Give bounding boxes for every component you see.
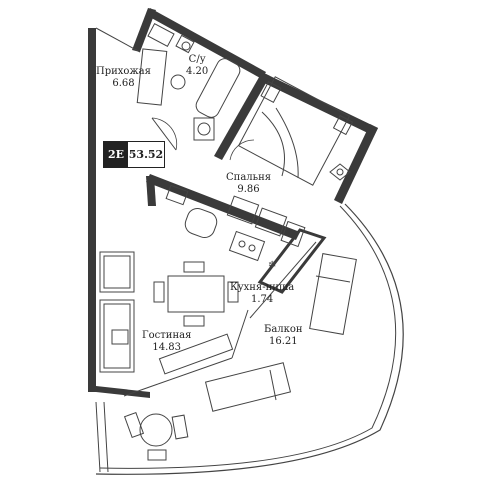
outlines [95,27,404,475]
room-label-bathroom: С/у 4.20 [186,54,208,78]
room-name: Спальня [226,172,272,183]
room-area: 16.21 [268,336,298,347]
bathroom-fixtures [136,22,241,141]
room-label-kitchen: Кухня-ниша 1.74 [230,282,294,306]
room-area: 6.68 [112,78,135,89]
unit-badge: 2E 53.52 [103,141,165,168]
doors [151,117,255,161]
unit-code: 2E [104,142,128,167]
room-label-balcony: Балкон 16.21 [264,324,303,348]
room-name: Балкон [264,324,303,335]
balcony-furniture [123,253,357,461]
room-area: 9.86 [237,184,260,195]
svg-text:❄: ❄ [268,260,276,271]
bedroom-furniture [237,76,354,186]
total-area: 53.52 [128,142,164,167]
room-area: 4.20 [186,66,209,77]
room-name: С/у [188,54,206,65]
room-area: 1.74 [250,294,274,305]
room-name: Прихожая [96,66,151,77]
room-name: Кухня-ниша [230,282,295,293]
room-area: 14.83 [152,342,181,353]
living-furniture [99,251,239,375]
room-label-bedroom: Спальня 9.86 [226,172,271,196]
room-label-hallway: Прихожая 6.68 [96,66,151,90]
kitchen-units: ❄ [165,184,306,271]
room-label-living: Гостиная 14.83 [142,330,191,354]
room-name: Гостиная [142,330,192,341]
